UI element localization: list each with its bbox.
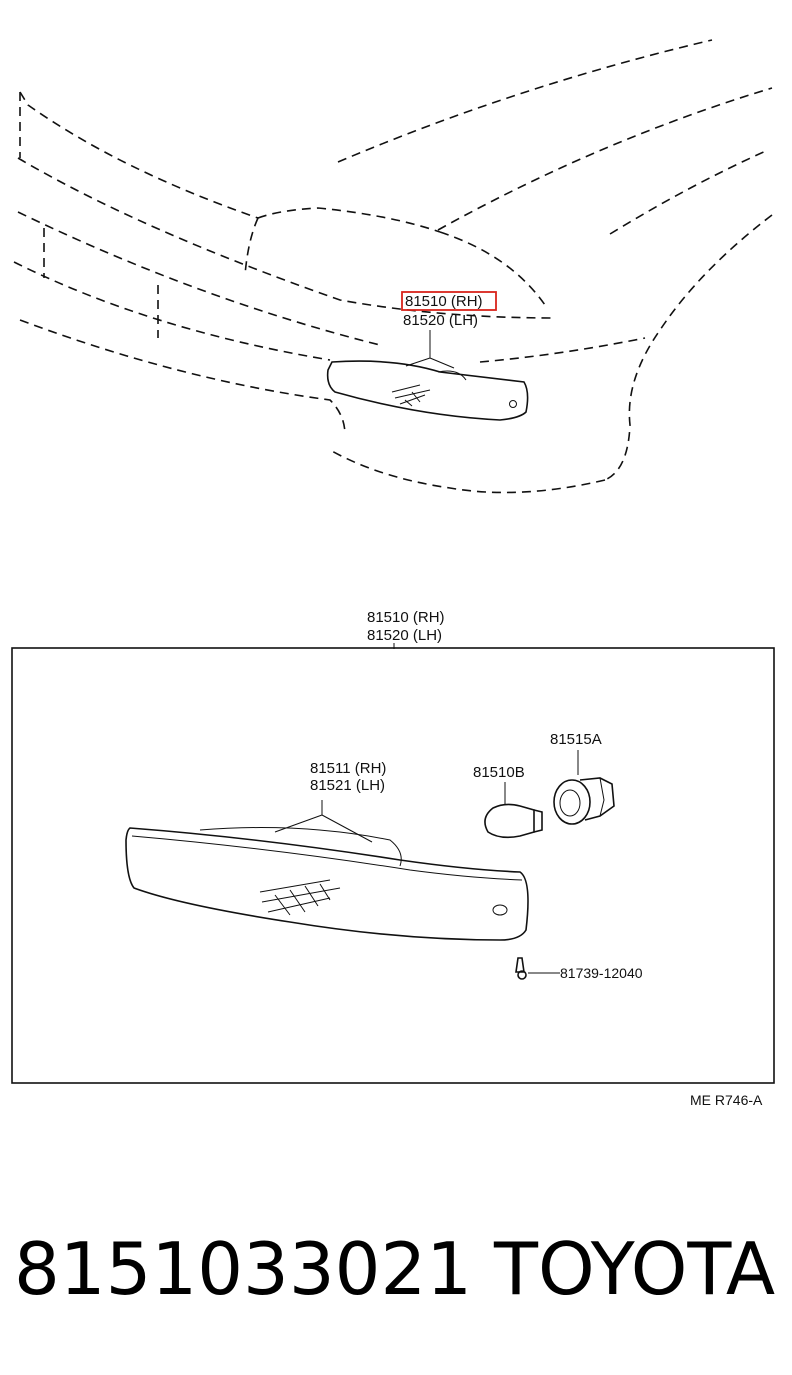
brand-name: TOYOTA xyxy=(493,1227,775,1311)
exploded-view-frame xyxy=(11,647,775,1084)
bulb-label: 81510B xyxy=(473,764,525,781)
screw-icon xyxy=(515,957,560,980)
screw-label: 81739-12040 xyxy=(560,965,643,981)
car-front-outline xyxy=(13,39,773,494)
assembly-label-lh: 81520 (LH) xyxy=(367,627,442,644)
part-number: 8151033021 xyxy=(14,1227,472,1311)
assembly-label-rh: 81510 (RH) xyxy=(367,609,445,626)
turn-signal-lamp-small xyxy=(326,330,529,421)
top-label-rh: 81510 (RH) xyxy=(405,293,483,310)
turn-signal-lamp-large xyxy=(125,800,529,941)
lens-label-rh: 81511 (RH) xyxy=(310,760,386,777)
part-highlight-box xyxy=(401,291,497,311)
diagram-code: ME R746-A xyxy=(690,1092,763,1108)
lens-label-lh: 81521 (LH) xyxy=(310,777,385,794)
top-label-lh: 81520 (LH) xyxy=(403,312,478,329)
bulb-icon xyxy=(484,782,543,839)
socket-icon xyxy=(553,750,615,825)
socket-label: 81515A xyxy=(550,731,602,748)
